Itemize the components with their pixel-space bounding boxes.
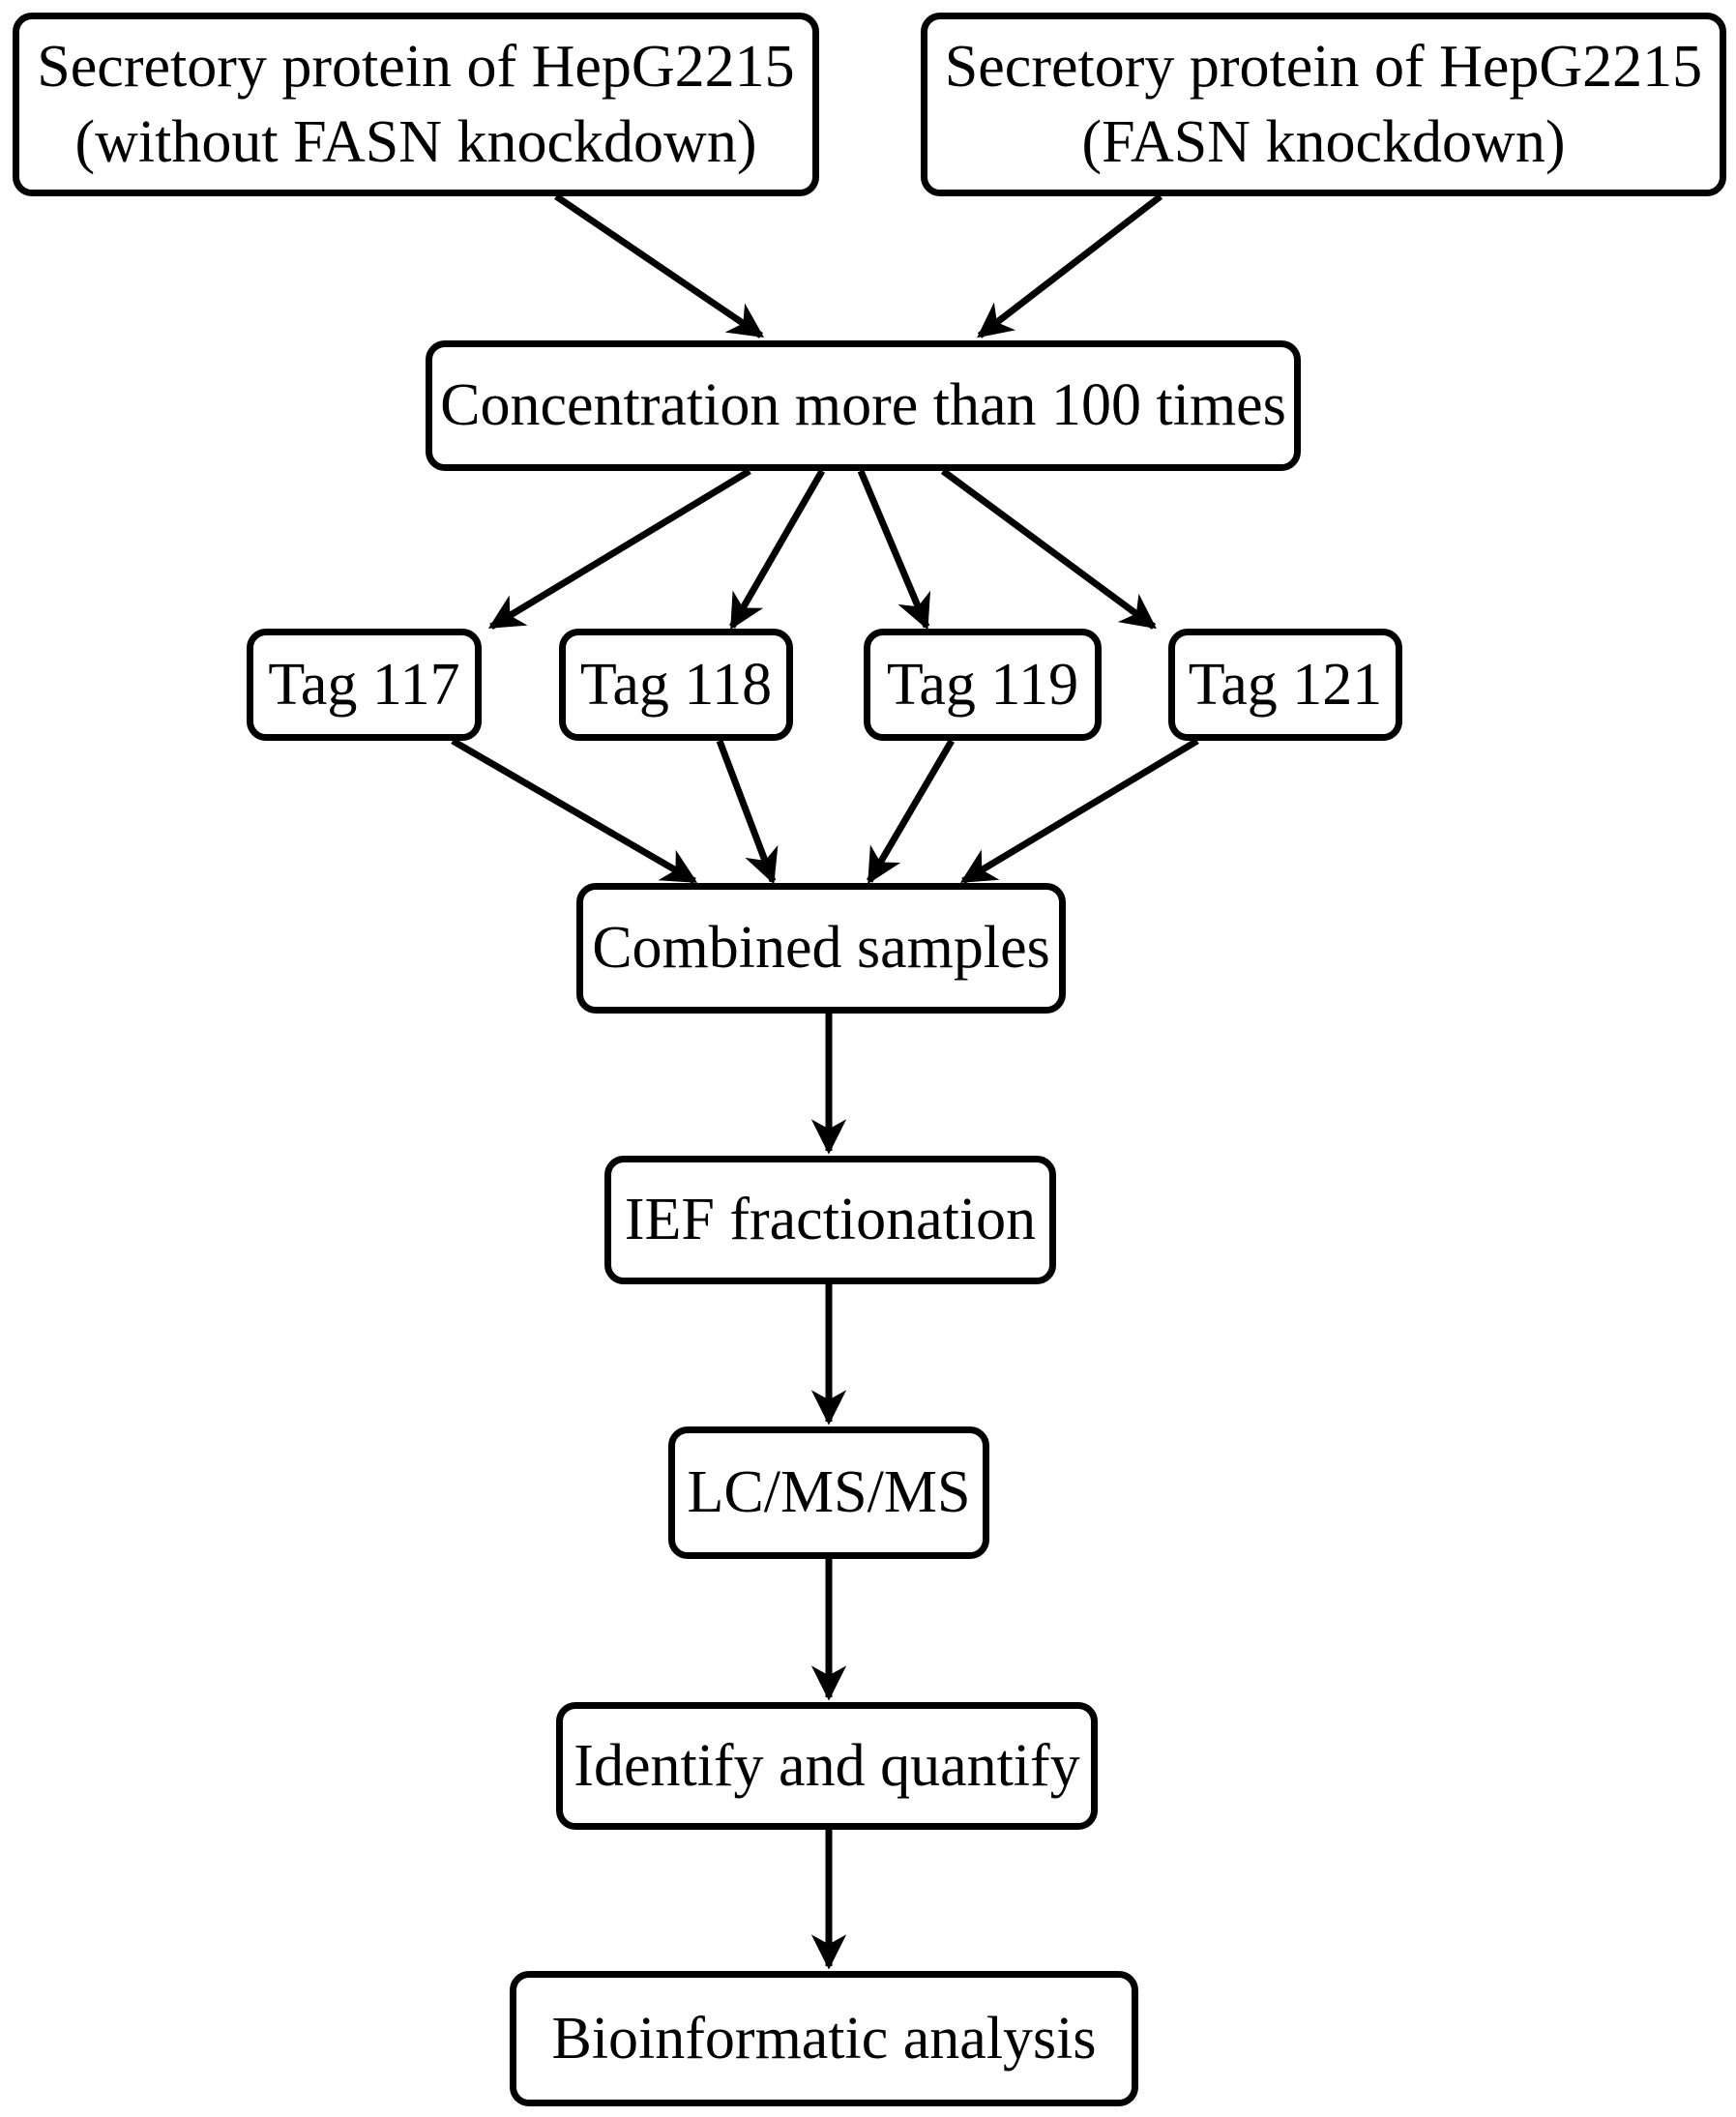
edge-concentration-to-tag117-arrow [487, 468, 751, 630]
node-lcmsms-label: LC/MS/MS [687, 1459, 971, 1526]
edge-tag117-to-combined-arrow [451, 737, 698, 885]
node-identify-quantify-label: Identify and quantify [574, 1732, 1080, 1799]
node-tag121: Tag 121 [1168, 629, 1402, 741]
node-source-right-label: Secretory protein of HepG2215 (FASN knoc… [944, 33, 1703, 175]
edge-concentration-to-tag118-arrow [728, 469, 826, 631]
node-bioinformatic-analysis: Bioinformatic analysis [510, 1971, 1138, 2106]
node-combined-samples: Combined samples [576, 883, 1066, 1014]
node-ief-fractionation-label: IEF fractionation [624, 1187, 1037, 1253]
edge-concentration-to-tag121-arrow [940, 468, 1157, 630]
node-concentration-label: Concentration more than 100 times [440, 372, 1286, 439]
node-ief-fractionation: IEF fractionation [604, 1156, 1056, 1284]
node-source-left-label: Secretory protein of HepG2215 (without F… [37, 33, 795, 175]
node-tag119-label: Tag 119 [886, 651, 1079, 718]
node-concentration: Concentration more than 100 times [426, 340, 1301, 471]
node-bioinformatic-analysis-label: Bioinformatic analysis [551, 2005, 1097, 2072]
edge-tag121-to-combined-arrow [959, 737, 1199, 885]
node-combined-samples-label: Combined samples [592, 915, 1050, 982]
edge-source-left-to-concentration-arrow [554, 193, 765, 338]
node-identify-quantify: Identify and quantify [556, 1702, 1098, 1830]
node-tag118-label: Tag 118 [579, 651, 773, 718]
node-tag119: Tag 119 [864, 629, 1102, 741]
node-lcmsms: LC/MS/MS [668, 1426, 989, 1559]
node-tag121-label: Tag 121 [1188, 651, 1383, 718]
node-tag118: Tag 118 [559, 629, 793, 741]
edge-source-right-to-concentration-arrow [977, 193, 1163, 338]
edge-concentration-to-tag119-arrow [857, 469, 931, 631]
node-source-right: Secretory protein of HepG2215 (FASN knoc… [921, 13, 1726, 196]
edge-tag118-to-combined-arrow [716, 739, 779, 885]
node-tag117: Tag 117 [247, 629, 482, 741]
edge-tag119-to-combined-arrow [866, 739, 956, 885]
node-source-left: Secretory protein of HepG2215 (without F… [13, 13, 819, 196]
node-tag117-label: Tag 117 [268, 651, 460, 718]
